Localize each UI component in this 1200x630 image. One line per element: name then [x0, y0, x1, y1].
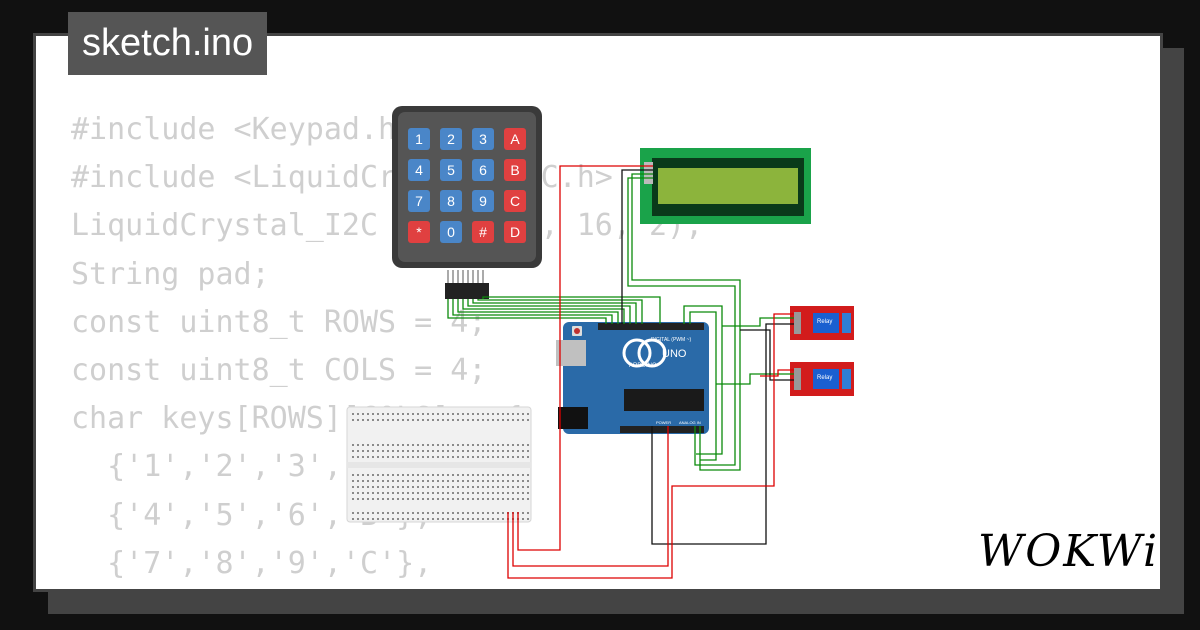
keypad-key[interactable]: 4 — [408, 159, 430, 181]
code-line: {'7','8','9','C'}, — [71, 545, 433, 581]
keypad-key-label: B — [510, 162, 519, 178]
relay-1-label: Relay — [817, 319, 832, 325]
keypad-key[interactable]: C — [504, 190, 526, 212]
keypad-key-label: 3 — [479, 131, 487, 147]
keypad-key[interactable]: # — [472, 221, 494, 243]
keypad-key-label: # — [479, 224, 487, 240]
keypad-key[interactable]: 8 — [440, 190, 462, 212]
keypad-key-label: D — [510, 224, 520, 240]
keypad-key[interactable]: 3 — [472, 128, 494, 150]
keypad-key[interactable]: 1 — [408, 128, 430, 150]
keypad-key-label: C — [510, 193, 520, 209]
keypad-key[interactable]: 2 — [440, 128, 462, 150]
file-tab[interactable]: sketch.ino — [68, 12, 268, 75]
wokwi-logo: WOKWi — [978, 526, 1160, 577]
keypad-key[interactable]: * — [408, 221, 430, 243]
keypad-key-label: A — [510, 131, 520, 147]
code-line: const uint8_t ROWS = 4; — [71, 304, 487, 340]
keypad-key[interactable]: 7 — [408, 190, 430, 212]
keypad-key-label: 1 — [415, 131, 423, 147]
keypad-key[interactable]: B — [504, 159, 526, 181]
relay-module-2[interactable]: Relay — [790, 362, 854, 396]
keypad-key[interactable]: 6 — [472, 159, 494, 181]
relay-module-1[interactable]: Relay — [790, 306, 854, 340]
keypad-key[interactable]: 5 — [440, 159, 462, 181]
arduino-brand-label: ARDUINO — [629, 363, 657, 369]
keypad-key[interactable]: 9 — [472, 190, 494, 212]
code-line: #include <Keypad.h> — [71, 112, 415, 147]
arduino-uno[interactable]: UNO ARDUINO DIGITAL (PWM ~) POWER ANALOG… — [556, 322, 709, 434]
power-label: POWER — [656, 420, 671, 425]
keypad-key-label: 5 — [447, 162, 455, 178]
keypad-key-label: 2 — [447, 131, 455, 147]
keypad-key-label: 9 — [479, 193, 487, 209]
digital-label: DIGITAL (PWM ~) — [651, 337, 691, 343]
keypad-key[interactable]: A — [504, 128, 526, 150]
code-line: String pad; — [71, 256, 270, 292]
keypad-key-label: 4 — [415, 162, 423, 178]
wires — [447, 165, 794, 579]
keypad-key[interactable]: D — [504, 221, 526, 243]
lcd-1602[interactable] — [640, 148, 811, 224]
keypad-key-label: 8 — [447, 193, 455, 209]
keypad-key-label: 6 — [479, 162, 487, 178]
breadboard[interactable] — [346, 406, 532, 523]
arduino-model-label: UNO — [662, 348, 687, 360]
relay-2-label: Relay — [817, 375, 832, 381]
keypad-key-label: 0 — [447, 224, 455, 240]
keypad-key[interactable]: 0 — [440, 221, 462, 243]
analog-label: ANALOG IN — [679, 420, 701, 425]
keypad-4x4[interactable]: 1 2 3 A 4 5 6 B 7 8 9 C * 0 # D — [392, 106, 542, 299]
code-line: const uint8_t COLS = 4; — [71, 352, 487, 388]
keypad-key-label: 7 — [415, 193, 423, 209]
keypad-key-label: * — [416, 224, 422, 240]
